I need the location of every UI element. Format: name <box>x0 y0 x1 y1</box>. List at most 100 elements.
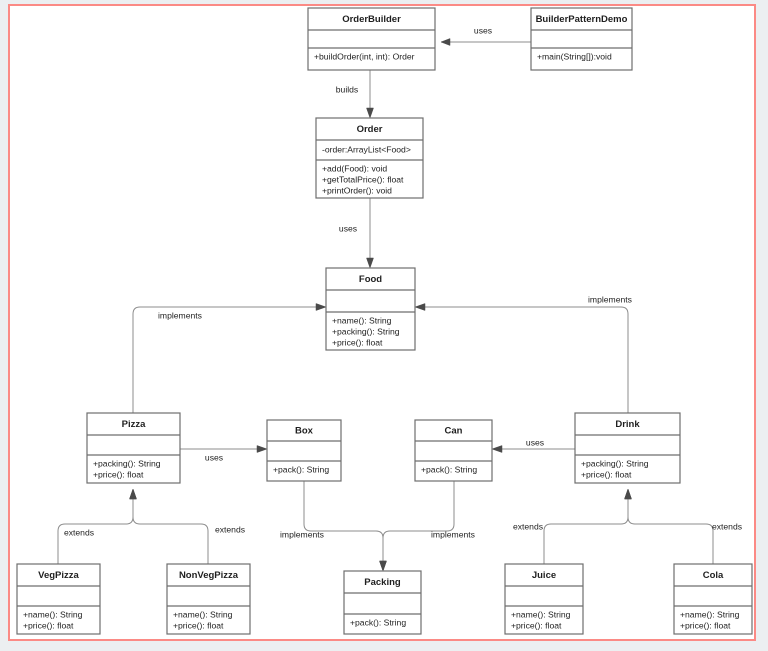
class-box-builderpatterndemo[interactable]: BuilderPatternDemo +main(String[]):void <box>530 7 633 71</box>
edge-label: extends <box>712 521 742 531</box>
class-method: +price(): float <box>332 337 383 347</box>
class-box-outline <box>315 117 424 199</box>
edge-cola-extends-drink: extends <box>624 488 742 564</box>
class-method: +pack(): String <box>273 464 329 474</box>
class-box-orderbuilder[interactable]: OrderBuilder +buildOrder(int, int): Order <box>307 7 436 71</box>
class-method: +main(String[]):void <box>537 51 612 61</box>
classes-layer: OrderBuilder +buildOrder(int, int): Order… <box>16 7 753 635</box>
arrowhead-icon <box>366 107 374 119</box>
class-method: +name(): String <box>173 609 233 619</box>
edge-label: extends <box>513 521 543 531</box>
edge-pizza-implements-food: implements <box>132 303 327 413</box>
arrowhead-icon <box>440 38 451 46</box>
class-name-label: Pizza <box>122 419 146 430</box>
class-name-label: Cola <box>703 570 724 581</box>
class-method: +name(): String <box>680 609 740 619</box>
arrowhead-icon <box>366 257 374 269</box>
class-box-order[interactable]: Order -order:ArrayList<Food> +add(Food): v… <box>315 117 424 199</box>
class-method: +add(Food): void <box>322 163 387 173</box>
class-method: +packing(): String <box>93 458 161 468</box>
class-attribute: -order:ArrayList<Food> <box>322 144 411 154</box>
class-name-label: Order <box>357 124 383 135</box>
edge-drink-uses-can: uses <box>491 437 575 453</box>
class-name-label: Can <box>445 426 463 437</box>
class-box-outline <box>166 563 251 635</box>
class-box-drink[interactable]: Drink+packing(): String+price(): float <box>574 412 681 484</box>
edge-line <box>543 495 629 564</box>
class-method: +price(): float <box>511 620 562 630</box>
class-method: +printOrder(): void <box>322 185 392 195</box>
class-box-nonvegpizza[interactable]: NonVegPizza+name(): String+price(): floa… <box>166 563 251 635</box>
edge-drink-implements-food: implements <box>414 294 632 413</box>
arrowhead-icon <box>256 445 268 453</box>
class-box-outline <box>530 7 633 71</box>
class-box-outline <box>343 570 422 635</box>
edge-label: builds <box>336 84 358 94</box>
class-box-outline <box>574 412 681 484</box>
edge-can-implements-packing: implements <box>379 481 475 572</box>
class-box-pizza[interactable]: Pizza +packing(): String+price(): float <box>86 412 181 484</box>
class-box-vegpizza[interactable]: VegPizza +name(): String+price(): float <box>16 563 101 635</box>
arrowhead-icon <box>315 303 327 311</box>
edge-line <box>382 481 455 565</box>
class-method: +packing(): String <box>581 458 649 468</box>
class-name-label: Juice <box>532 570 556 581</box>
edge-line <box>627 495 714 564</box>
edge-label: extends <box>215 524 245 534</box>
class-method: +name(): String <box>23 609 83 619</box>
class-method: +price(): float <box>680 620 731 630</box>
edge-line <box>303 481 384 565</box>
edge-line <box>421 306 629 413</box>
class-box-outline <box>86 412 181 484</box>
class-name-label: BuilderPatternDemo <box>536 14 628 25</box>
edge-label: uses <box>339 223 357 233</box>
arrowhead-icon <box>624 488 632 500</box>
edge-box-implements-packing: implements <box>280 481 387 572</box>
edge-order-uses-food: uses <box>339 198 374 269</box>
edge-line <box>132 495 209 564</box>
edge-label: uses <box>526 437 544 447</box>
edge-label: uses <box>474 25 492 35</box>
edge-vegpizza-extends-pizza: extends <box>57 488 137 564</box>
arrowhead-icon <box>129 488 137 500</box>
edge-label: implements <box>431 529 475 539</box>
class-box-outline <box>673 563 753 635</box>
class-box-outline <box>307 7 436 71</box>
edge-line <box>132 306 320 413</box>
class-box-juice[interactable]: Juice +name(): String+price(): float <box>504 563 584 635</box>
class-box-outline <box>16 563 101 635</box>
class-box-cola[interactable]: Cola +name(): String+price(): float <box>673 563 753 635</box>
class-name-label: VegPizza <box>38 570 79 581</box>
arrowhead-icon <box>414 303 426 311</box>
edge-label: uses <box>205 452 223 462</box>
edge-pizza-uses-box: uses <box>180 445 268 462</box>
edge-label: extends <box>64 527 94 537</box>
class-name-label: Packing <box>364 577 401 588</box>
class-box-outline <box>414 419 493 482</box>
class-box-packing[interactable]: Packing +pack(): String <box>343 570 422 635</box>
class-box-outline <box>266 419 342 482</box>
class-box-box[interactable]: Box +pack(): String <box>266 419 342 482</box>
class-box-food[interactable]: Food +name(): String+packing(): String+pr… <box>325 267 416 351</box>
class-name-label: OrderBuilder <box>342 14 401 25</box>
class-method: +price(): float <box>173 620 224 630</box>
edge-orderbuilder-builds-order: builds <box>336 70 374 119</box>
class-method: +price(): float <box>23 620 74 630</box>
class-method: +name(): String <box>511 609 571 619</box>
edge-label: implements <box>158 310 202 320</box>
edges-layer: uses builds uses implements implements uses us… <box>57 25 742 572</box>
class-method: +price(): float <box>93 469 144 479</box>
edge-juice-extends-drink: extends <box>513 488 632 564</box>
class-method: +buildOrder(int, int): Order <box>314 51 415 61</box>
arrowhead-icon <box>379 560 387 572</box>
class-name-label: Food <box>359 274 382 285</box>
class-method: +name(): String <box>332 315 392 325</box>
class-box-outline <box>325 267 416 351</box>
edge-nonvegpizza-extends-pizza: extends <box>129 488 245 564</box>
class-box-can[interactable]: Can+pack(): String <box>414 419 493 482</box>
class-method: +pack(): String <box>350 617 406 627</box>
class-method: +packing(): String <box>332 326 400 336</box>
class-name-label: Drink <box>615 419 640 430</box>
class-name-label: Box <box>295 426 314 437</box>
